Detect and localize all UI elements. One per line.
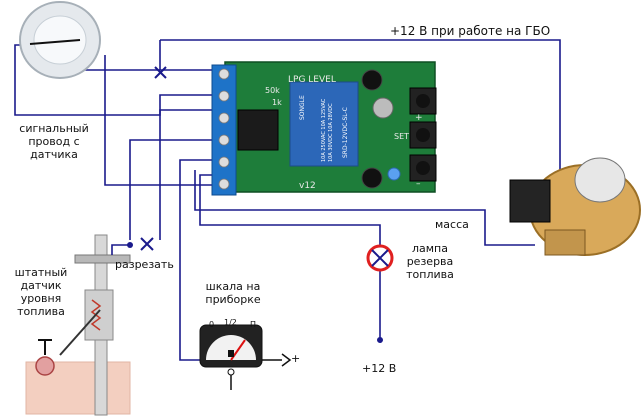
gauge-label: шкала на приборке [198,280,268,306]
ground-label: масса [435,218,469,231]
relay [289,81,359,167]
gauge-mark: 1/2 [224,318,237,327]
relay-model: SRD-12VDC-SL-C [342,107,349,158]
fuel-sensor-line: топлива [17,305,65,318]
junction [377,337,383,343]
relay-brand: SONGLE [299,95,306,120]
fuel-sensor-line: датчик [20,279,62,292]
lamp [366,244,394,272]
plus-label: + [291,352,301,365]
fuel-sensor-line: штатный [14,266,68,279]
fuel-sensor [35,234,131,416]
gauge-line: шкала на [205,280,261,293]
lamp-line: резерва [406,255,454,268]
board-version: v12 [299,181,316,191]
lamp-line: лампа [411,242,448,255]
fuel-sensor-label: штатный датчик уровня топлива [6,266,76,318]
cut-label: разрезать [115,258,174,271]
lamp-line: топлива [406,268,454,281]
gbo-power-label: +12 В при работе на ГБО [390,24,551,38]
gauge [199,324,292,390]
signal-wire-line: датчика [30,148,78,161]
cut-mark [140,237,154,251]
plus-sign: + [415,113,423,123]
inductor [237,109,279,151]
fuel-sensor-line: уровня [20,292,62,305]
relay-rating: 10A 30VDC 10A 28VDC [328,103,334,162]
junction [127,242,133,248]
gauge-mark: 0 [209,320,215,329]
lamp-label: лампа резерва топлива [400,242,460,281]
gauge-mark: П [250,320,257,329]
signal-sensor [19,1,101,79]
signal-wire-line: провод с [28,135,80,148]
cross-mark-top [154,66,167,79]
gas-reducer [509,157,641,256]
lpg-level-board [211,61,437,196]
minus-sign: – [416,179,421,189]
plus12-label: +12 В [362,362,397,375]
float-marker [35,356,55,376]
signal-wire-line: сигнальный [19,122,89,135]
signal-wire-label: сигнальный провод с датчика [14,122,94,161]
pot-label: 1k [272,98,282,107]
board-title: LPG LEVEL [288,75,336,85]
pot-label: 50k [265,86,280,95]
gauge-line: приборке [205,293,261,306]
set-label: SET [394,132,410,141]
